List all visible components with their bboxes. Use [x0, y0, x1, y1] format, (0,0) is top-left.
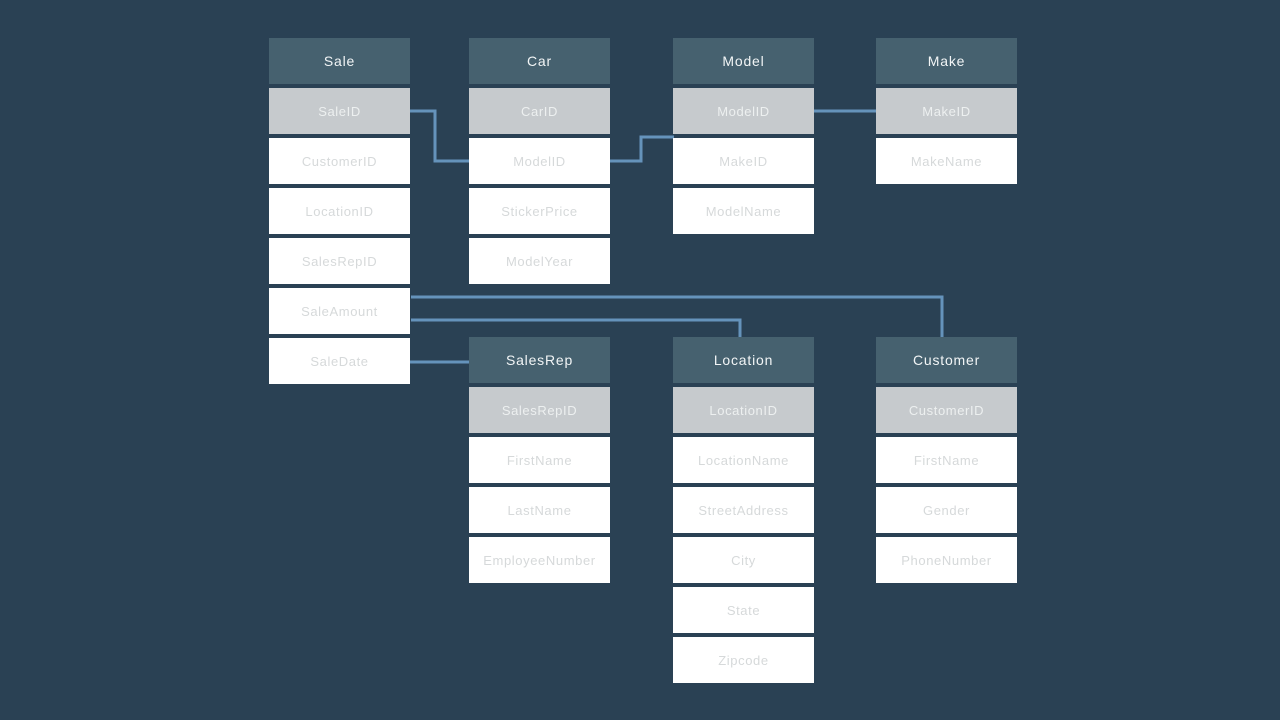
table-sale-title: Sale	[269, 38, 410, 84]
field-location-state: State	[673, 587, 814, 633]
field-location-city: City	[673, 537, 814, 583]
field-make-makename: MakeName	[876, 138, 1017, 184]
field-location-zipcode: Zipcode	[673, 637, 814, 683]
field-customer-firstname: FirstName	[876, 437, 1017, 483]
field-make-primary-key: MakeID	[876, 88, 1017, 134]
field-sale-saleamount: SaleAmount	[269, 288, 410, 334]
table-car-title: Car	[469, 38, 610, 84]
table-model-title: Model	[673, 38, 814, 84]
field-location-streetaddress: StreetAddress	[673, 487, 814, 533]
field-sale-salesrepid: SalesRepID	[269, 238, 410, 284]
table-customer-title: Customer	[876, 337, 1017, 383]
field-car-modelid: ModelID	[469, 138, 610, 184]
field-sale-saledate: SaleDate	[269, 338, 410, 384]
field-salesrep-firstname: FirstName	[469, 437, 610, 483]
field-sale-customerid: CustomerID	[269, 138, 410, 184]
field-location-locationname: LocationName	[673, 437, 814, 483]
field-customer-gender: Gender	[876, 487, 1017, 533]
field-car-stickerprice: StickerPrice	[469, 188, 610, 234]
field-salesrep-primary-key: SalesRepID	[469, 387, 610, 433]
field-salesrep-lastname: LastName	[469, 487, 610, 533]
field-model-makeid: MakeID	[673, 138, 814, 184]
table-make-title: Make	[876, 38, 1017, 84]
car-modelid-to-model-modelid-line	[610, 135, 674, 163]
sale-saleid-to-car-modelid-line	[404, 109, 470, 163]
field-sale-primary-key: SaleID	[269, 88, 410, 134]
field-model-primary-key: ModelID	[673, 88, 814, 134]
field-car-modelyear: ModelYear	[469, 238, 610, 284]
field-car-primary-key: CarID	[469, 88, 610, 134]
sale-customerid-to-customer-line	[411, 295, 944, 338]
field-sale-locationid: LocationID	[269, 188, 410, 234]
field-location-primary-key: LocationID	[673, 387, 814, 433]
field-salesrep-employeenumber: EmployeeNumber	[469, 537, 610, 583]
field-model-modelname: ModelName	[673, 188, 814, 234]
sale-locationid-to-location-line	[411, 318, 742, 338]
table-salesrep-title: SalesRep	[469, 337, 610, 383]
field-customer-primary-key: CustomerID	[876, 387, 1017, 433]
field-customer-phonenumber: PhoneNumber	[876, 537, 1017, 583]
table-location-title: Location	[673, 337, 814, 383]
